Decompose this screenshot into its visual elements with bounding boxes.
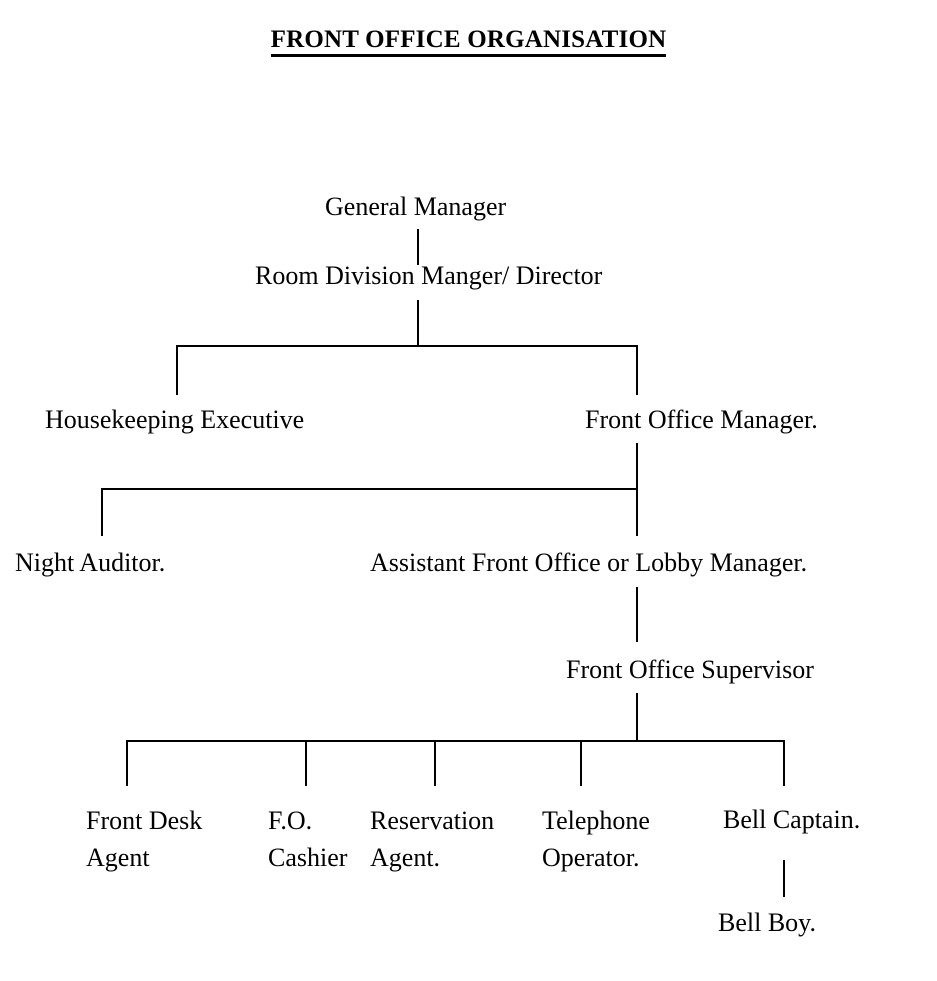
connector-drop-housekeeping bbox=[176, 345, 178, 395]
connector-level4-bus bbox=[101, 488, 638, 490]
node-assistant-front-office-manager: Assistant Front Office or Lobby Manager. bbox=[370, 548, 808, 577]
node-reservation-agent: Reservation Agent. bbox=[370, 806, 495, 872]
connector-drop-front-desk-agent bbox=[126, 740, 128, 786]
node-fo-cashier: F.O. Cashier bbox=[268, 806, 348, 872]
node-front-office-supervisor: Front Office Supervisor bbox=[566, 655, 814, 684]
connector-level3-bus bbox=[176, 345, 638, 347]
node-general-manager: General Manager bbox=[325, 192, 507, 221]
page-title: FRONT OFFICE ORGANISATION bbox=[0, 26, 937, 57]
connector-room-division-stem bbox=[417, 300, 419, 345]
node-bell-boy: Bell Boy. bbox=[718, 908, 816, 937]
connector-drop-bell-captain bbox=[783, 740, 785, 786]
connector-front-office-manager-stem bbox=[636, 443, 638, 488]
connector-supervisor-stem bbox=[636, 693, 638, 740]
connector-drop-telephone-operator bbox=[580, 740, 582, 786]
connector-drop-fo-cashier bbox=[305, 740, 307, 786]
connector-drop-night-auditor bbox=[101, 488, 103, 536]
connector-bell-captain-to-bell-boy bbox=[783, 860, 785, 897]
connector-gm-to-room-division bbox=[417, 229, 419, 265]
node-bell-captain: Bell Captain. bbox=[723, 805, 861, 834]
node-front-office-manager: Front Office Manager. bbox=[585, 405, 818, 434]
node-telephone-operator: Telephone Operator. bbox=[542, 806, 650, 872]
node-front-desk-agent: Front Desk Agent bbox=[86, 806, 203, 872]
node-night-auditor: Night Auditor. bbox=[15, 548, 166, 577]
node-housekeeping-executive: Housekeeping Executive bbox=[45, 405, 305, 434]
connector-drop-reservation-agent bbox=[434, 740, 436, 786]
node-room-division-manager: Room Division Manger/ Director bbox=[255, 261, 603, 290]
connector-drop-front-office-manager bbox=[636, 345, 638, 395]
connector-level6-bus bbox=[126, 740, 785, 742]
connector-drop-assistant-front-office-manager bbox=[636, 488, 638, 536]
connector-assistant-to-supervisor bbox=[636, 587, 638, 642]
page-title-text: FRONT OFFICE ORGANISATION bbox=[270, 26, 667, 57]
